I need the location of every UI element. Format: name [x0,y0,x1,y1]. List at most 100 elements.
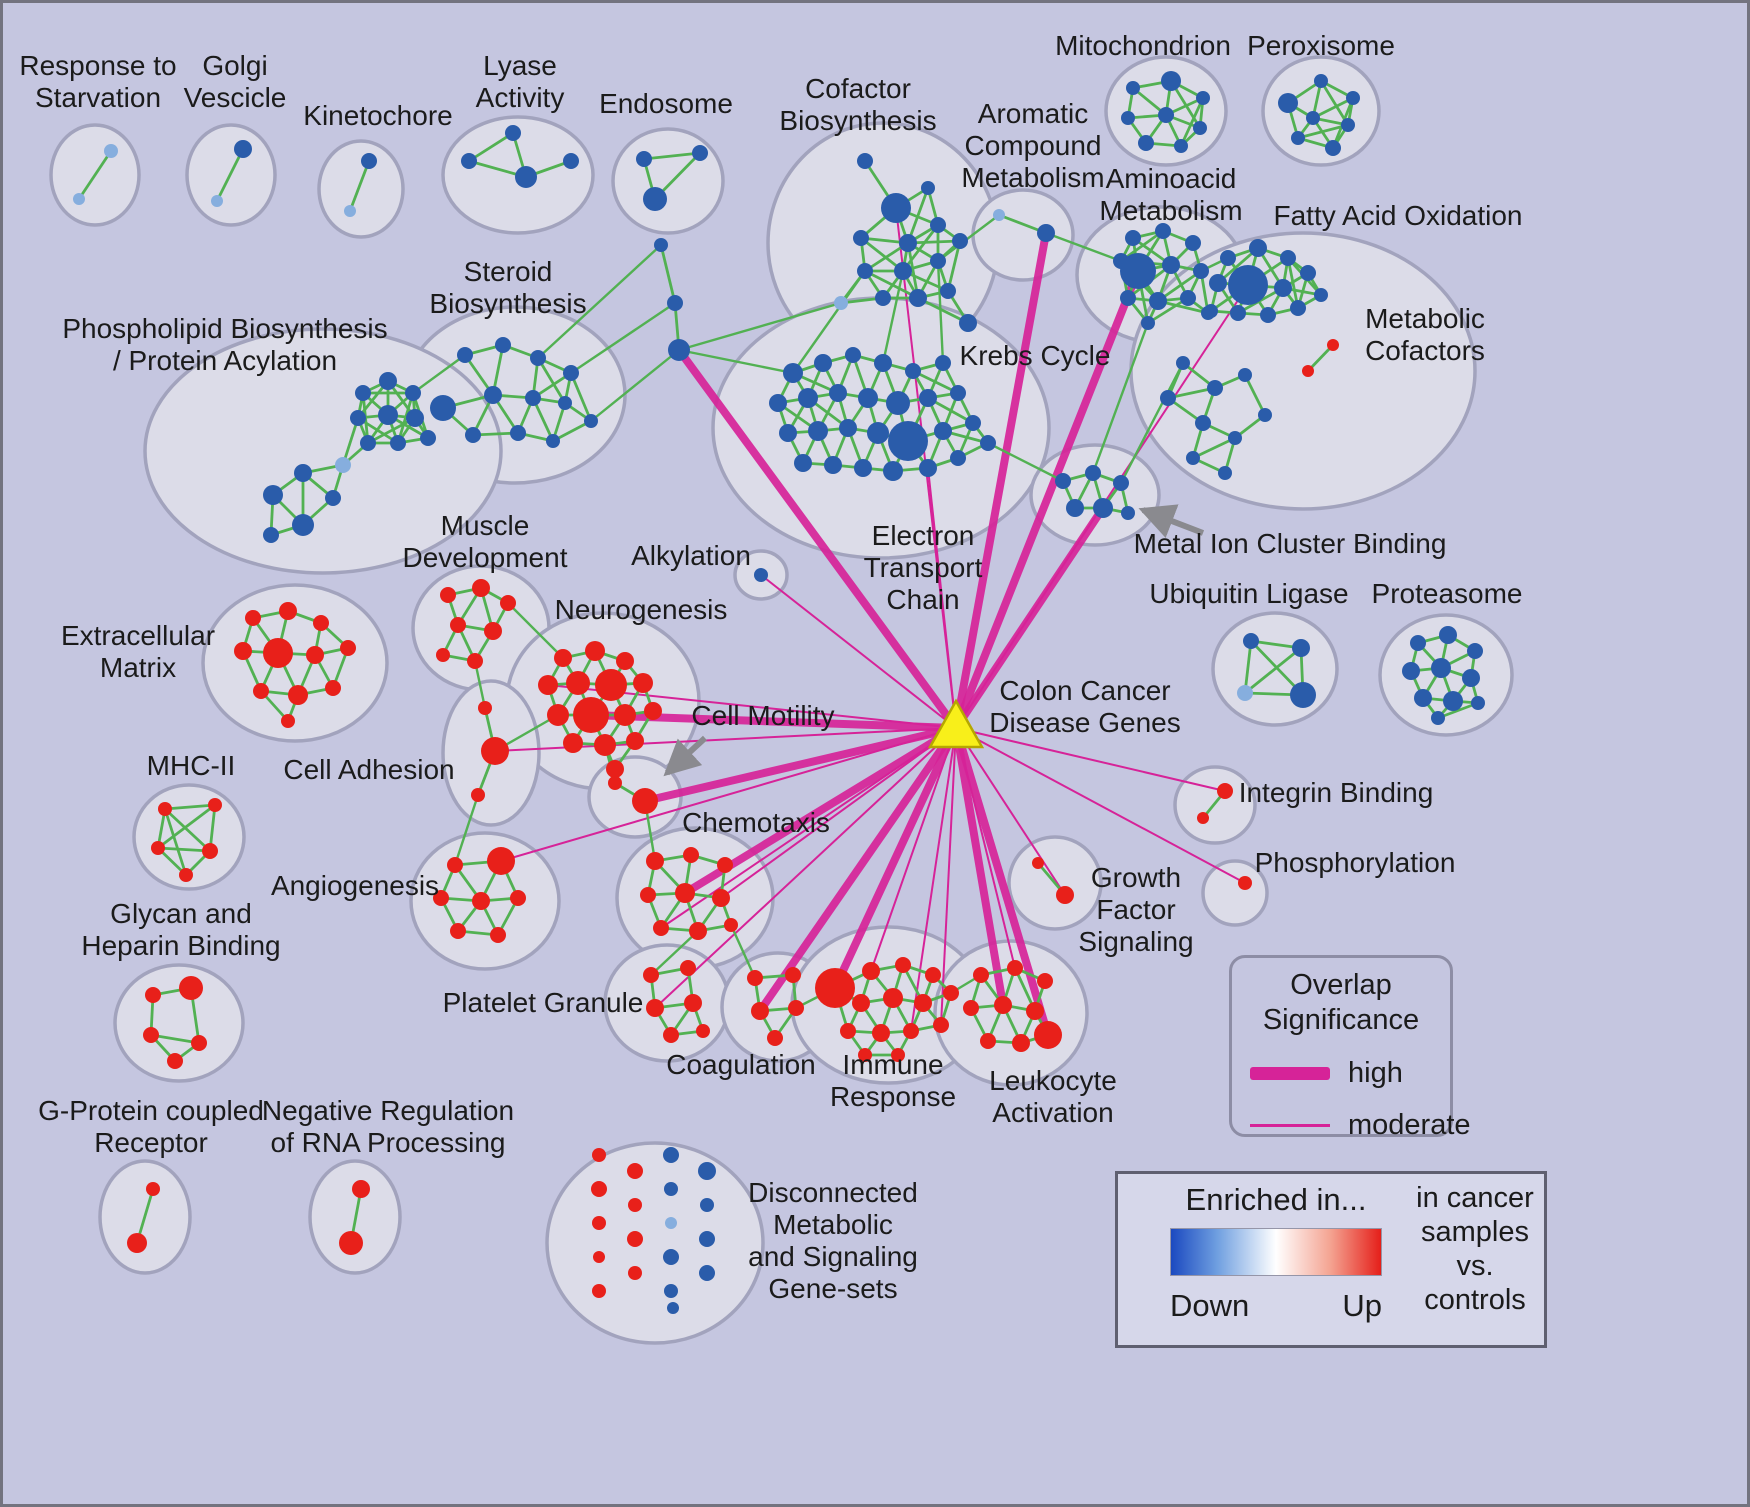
gene-set-node [1237,685,1253,701]
gene-set-node [627,1163,643,1179]
overlap-edge-high [644,724,957,805]
inter-cluster-edge [590,349,680,422]
gene-set-node [73,193,85,205]
gene-set-node [862,962,880,980]
gene-set-node [558,396,572,410]
label-alkylation: Alkylation [631,540,751,571]
high-line-swatch [1250,1067,1330,1080]
enrichment-note-line-2: samples [1421,1216,1529,1248]
overlap-edge-moderate [910,727,957,1032]
gene-set-node [653,920,669,936]
gene-set-node [1093,498,1113,518]
gene-set-node [852,994,870,1012]
gene-set-node [263,638,293,668]
gene-set-node [436,648,450,662]
gene-set-node [857,263,873,279]
gene-set-node [788,1000,804,1016]
gene-set-node [973,967,989,983]
gene-set-node [754,568,768,582]
gene-set-node [794,454,812,472]
gene-set-node [646,852,664,870]
gene-set-node [751,1002,769,1020]
gene-set-node [484,622,502,640]
gene-set-node [355,385,371,401]
gene-set-node [1439,626,1457,644]
gene-set-node [834,296,848,310]
gene-set-node [1314,74,1328,88]
overlap-legend-moderate-row: moderate [1250,1109,1471,1142]
gene-set-node [874,354,892,372]
cluster-aromatic-compound-metabolism [971,188,1075,282]
gene-set-node [905,363,921,379]
label-endosome: Endosome [599,88,733,119]
label-angiogenesis: Angiogenesis [271,870,439,901]
gene-set-node [1207,380,1223,396]
overlap-edge-moderate [955,727,1066,896]
gene-set-edge [1243,374,1267,416]
overlap-edge-high [952,505,1107,731]
cluster-kinetochore [317,139,405,239]
overlap-legend-title-line-2: Significance [1262,1004,1420,1036]
gene-set-node [886,391,910,415]
gene-set-node [1238,368,1252,382]
gene-set-edge [1312,96,1354,120]
gene-set-node [433,890,449,906]
gene-set-node [1325,140,1341,156]
gene-set-node [700,1198,714,1212]
gene-set-node [1161,71,1181,91]
gene-set-node [919,389,937,407]
gene-set-node [1300,265,1316,281]
label-neurogenesis: Neurogenesis [555,594,728,625]
enrichment-scale-ends: Down Up [1170,1288,1382,1324]
gene-set-node [664,1182,678,1196]
gene-set-node [1113,475,1129,491]
enrichment-scale: Enriched in... Down Up [1170,1174,1382,1324]
gene-set-node [692,145,708,161]
gene-set-node [747,970,763,986]
inter-cluster-edge [507,602,564,659]
gene-set-node [644,702,662,720]
gene-set-node [167,1053,183,1069]
gene-set-node [525,390,541,406]
gene-set-node [1195,415,1211,431]
gene-set-node [667,1302,679,1314]
gene-set-node [1155,223,1171,239]
label-metal-ion-cluster-binding: Metal Ion Cluster Binding [1134,528,1447,559]
gene-set-node [450,617,466,633]
gene-set-node [1037,973,1053,989]
gene-set-node [888,421,928,461]
moderate-line-swatch [1250,1124,1330,1127]
gene-set-node [1032,857,1044,869]
gene-set-node [1228,431,1242,445]
gene-set-node [378,405,398,425]
overlap-edge-high [952,726,1052,1037]
label-proteasome: Proteasome [1372,578,1523,609]
gene-set-node [664,1284,678,1298]
gene-set-node [1174,139,1188,153]
gene-set-node [1037,224,1055,242]
gene-set-node [632,788,658,814]
label-integrin-binding: Integrin Binding [1239,777,1434,808]
gene-set-node [208,798,222,812]
gene-set-node [1141,316,1155,330]
gene-set-node [1431,658,1451,678]
gene-set-edge [536,357,567,404]
gene-set-node [646,999,664,1017]
gene-set-node [360,435,376,451]
gene-set-node [145,987,161,1003]
overlap-significance-legend: Overlap Significance high moderate [1229,955,1471,1141]
inter-cluster-edge [1091,322,1150,474]
gene-set-node [930,217,946,233]
gene-set-node [263,527,279,543]
gene-set-edge [1437,701,1479,720]
inter-cluster-edge [1119,362,1185,484]
gene-set-node [281,714,295,728]
gene-set-node [1291,131,1305,145]
